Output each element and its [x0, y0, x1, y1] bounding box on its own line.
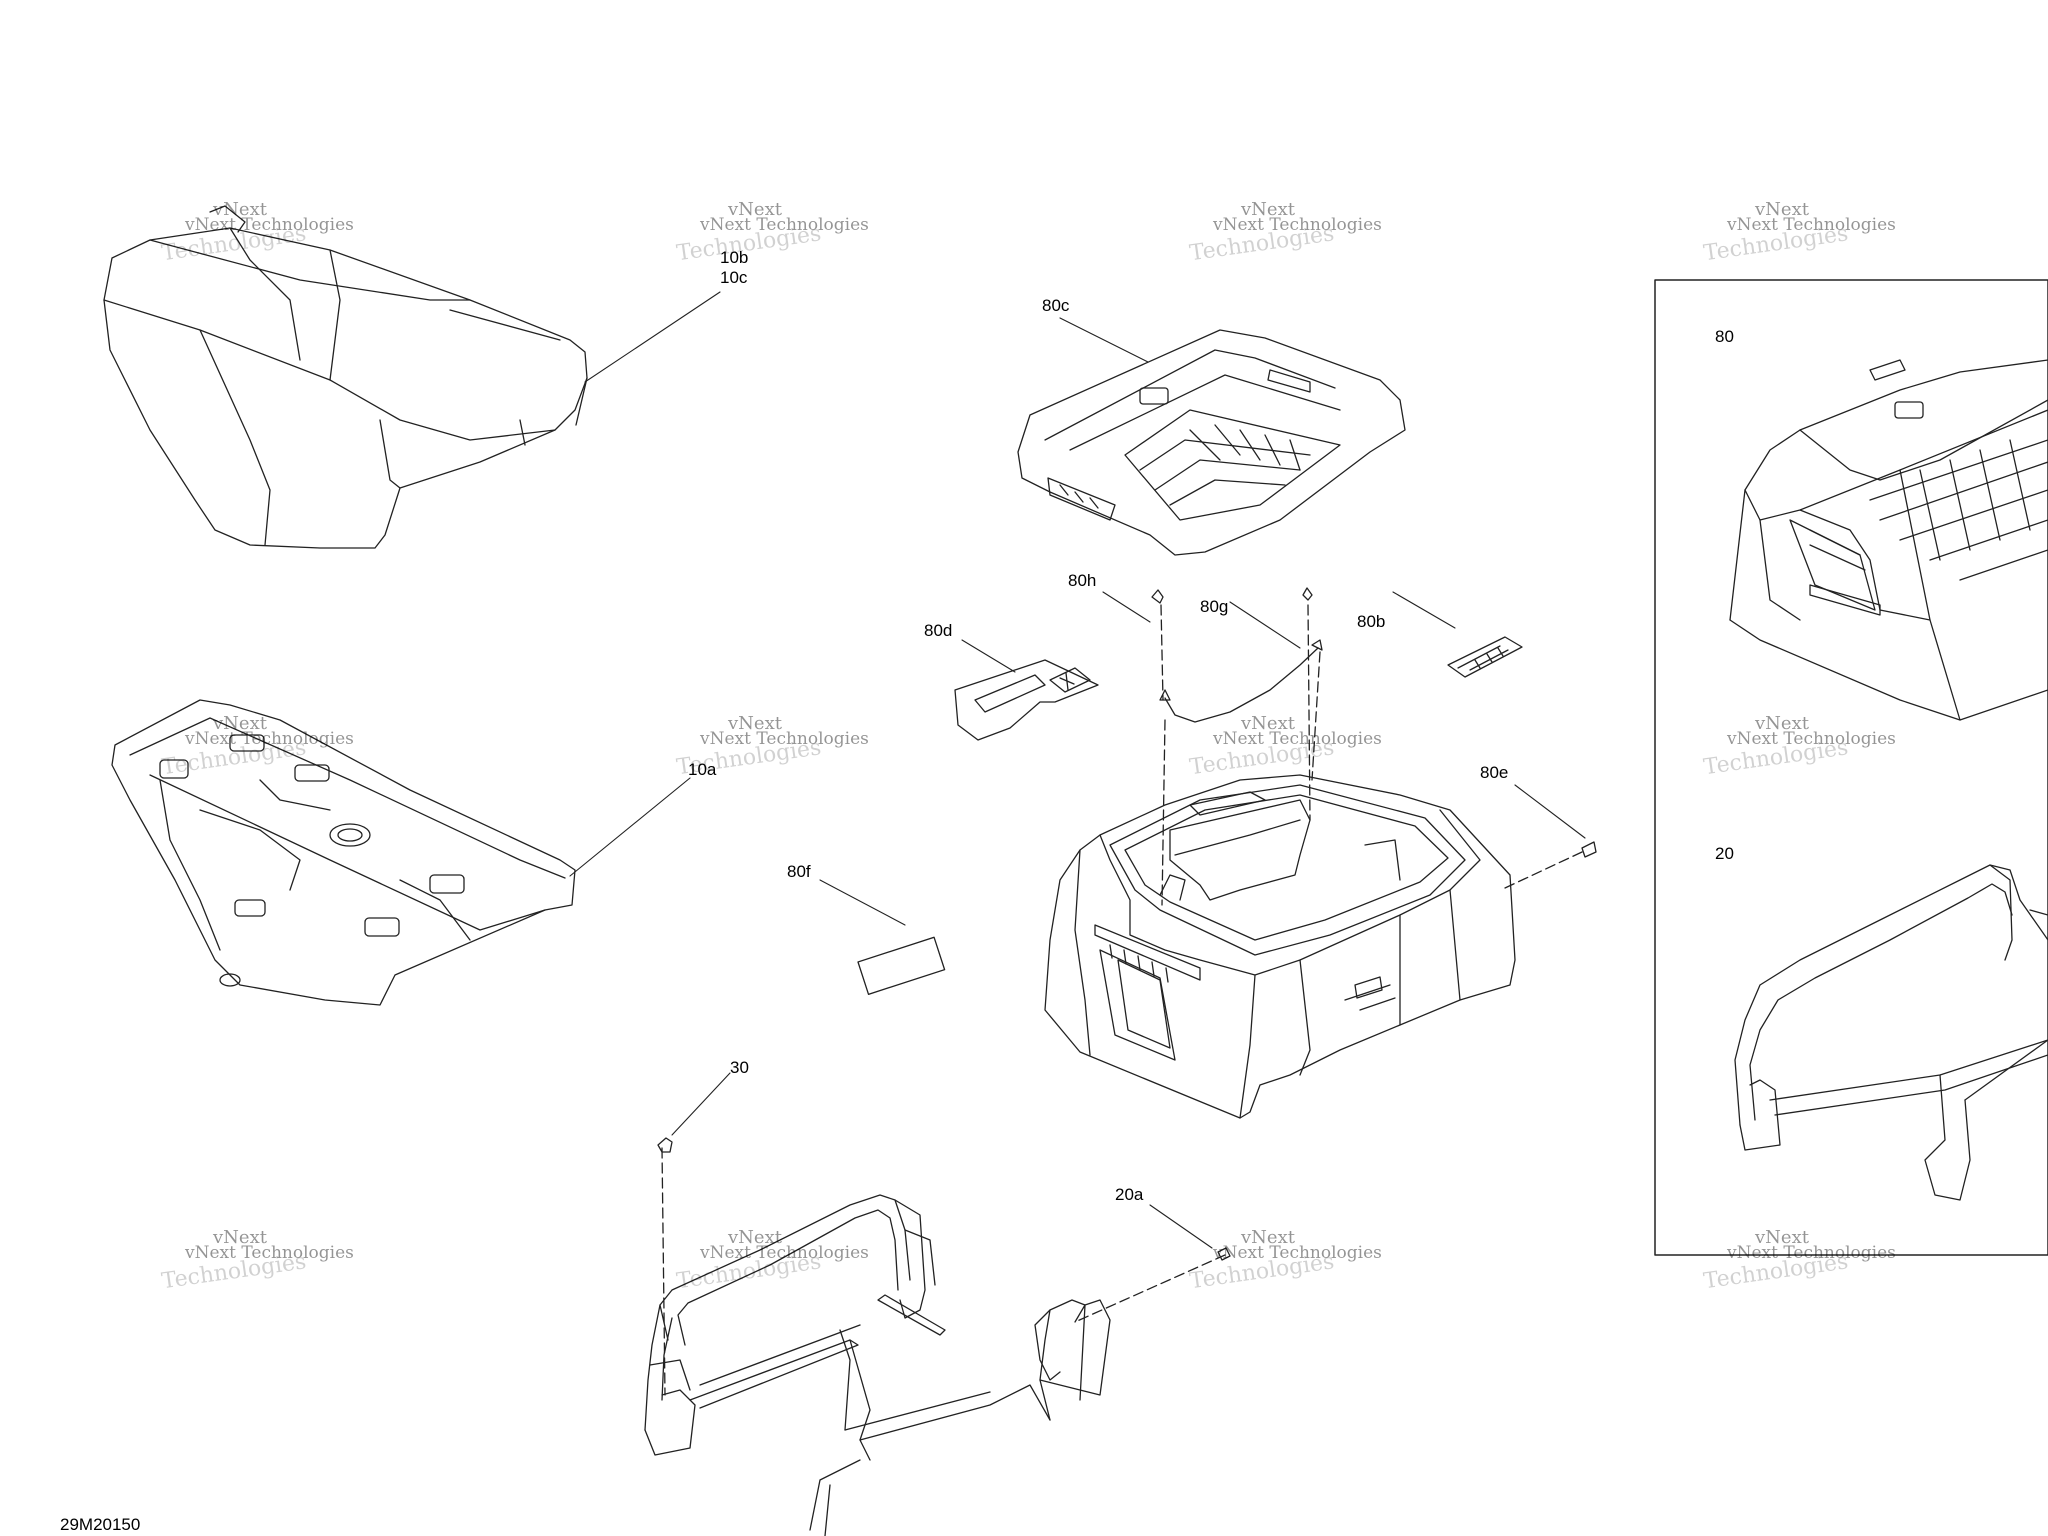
leader-lines — [569, 291, 1586, 1249]
seat-cushion — [103, 205, 588, 549]
callout-80: 80 — [1715, 327, 1734, 346]
screw-80e — [1581, 841, 1597, 858]
callout-80h: 80h — [1068, 571, 1097, 590]
callout-10a: 10a — [688, 760, 717, 779]
callout-80d: 80d — [924, 621, 953, 640]
label-sticker — [857, 936, 946, 995]
rack-frame — [644, 1137, 1231, 1536]
callout-80g: 80g — [1200, 597, 1229, 616]
storage-box — [1044, 774, 1516, 1119]
callout-20a: 20a — [1115, 1185, 1144, 1204]
latch-plate — [954, 659, 1099, 741]
callout-30: 30 — [730, 1058, 749, 1077]
callout-20: 20 — [1715, 844, 1734, 863]
callout-10c: 10c — [720, 268, 748, 287]
callout-10b: 10b — [720, 248, 749, 267]
hinge-strip — [1447, 636, 1523, 678]
callout-80b: 80b — [1357, 612, 1386, 631]
retainer-clip — [1151, 587, 1313, 604]
inset-rack-frame — [1734, 864, 2048, 1201]
storage-box-lid — [1017, 329, 1406, 556]
callout-80f: 80f — [787, 862, 811, 881]
inset-storage-box — [1729, 359, 2048, 721]
seat-base — [111, 699, 576, 1006]
callout-80e: 80e — [1480, 763, 1509, 782]
callout-80c: 80c — [1042, 296, 1070, 315]
tether-cable — [1164, 647, 1319, 723]
figure-code: 29M20150 — [60, 1515, 141, 1534]
inset-frame — [1654, 279, 2048, 1256]
